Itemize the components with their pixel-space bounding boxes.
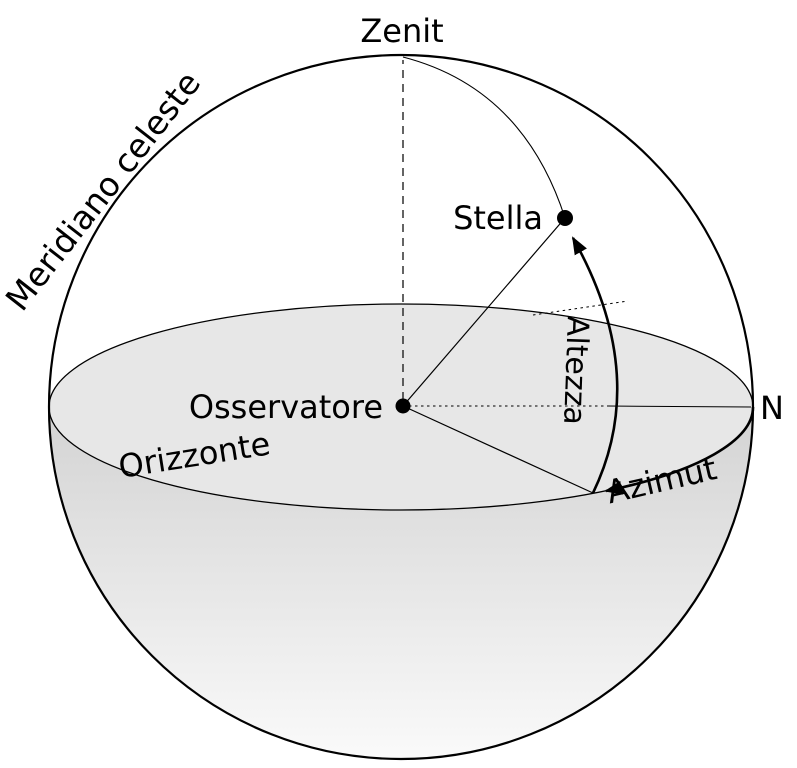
altezza-arc: [571, 236, 619, 494]
north-line-segment: [607, 405, 752, 408]
zenit-label: Zenit: [360, 12, 443, 50]
observer-azimuth-line: [402, 405, 594, 494]
vertical-circle-arc: [402, 56, 566, 219]
osservatore-label: Osservatore: [189, 388, 383, 426]
star-altitude-dotted-line: [532, 300, 629, 316]
azimut-arc: [604, 406, 755, 495]
north-label: N: [760, 389, 784, 427]
observer-star-line: [402, 217, 566, 407]
below-horizon-region: [49, 407, 753, 759]
stella-label: Stella: [453, 199, 543, 237]
altezza-label: Altezza: [556, 315, 595, 425]
star-dot: [557, 210, 573, 226]
observer-dot: [395, 398, 411, 414]
meridiano-celeste-label: Meridiano celeste: [0, 64, 208, 318]
